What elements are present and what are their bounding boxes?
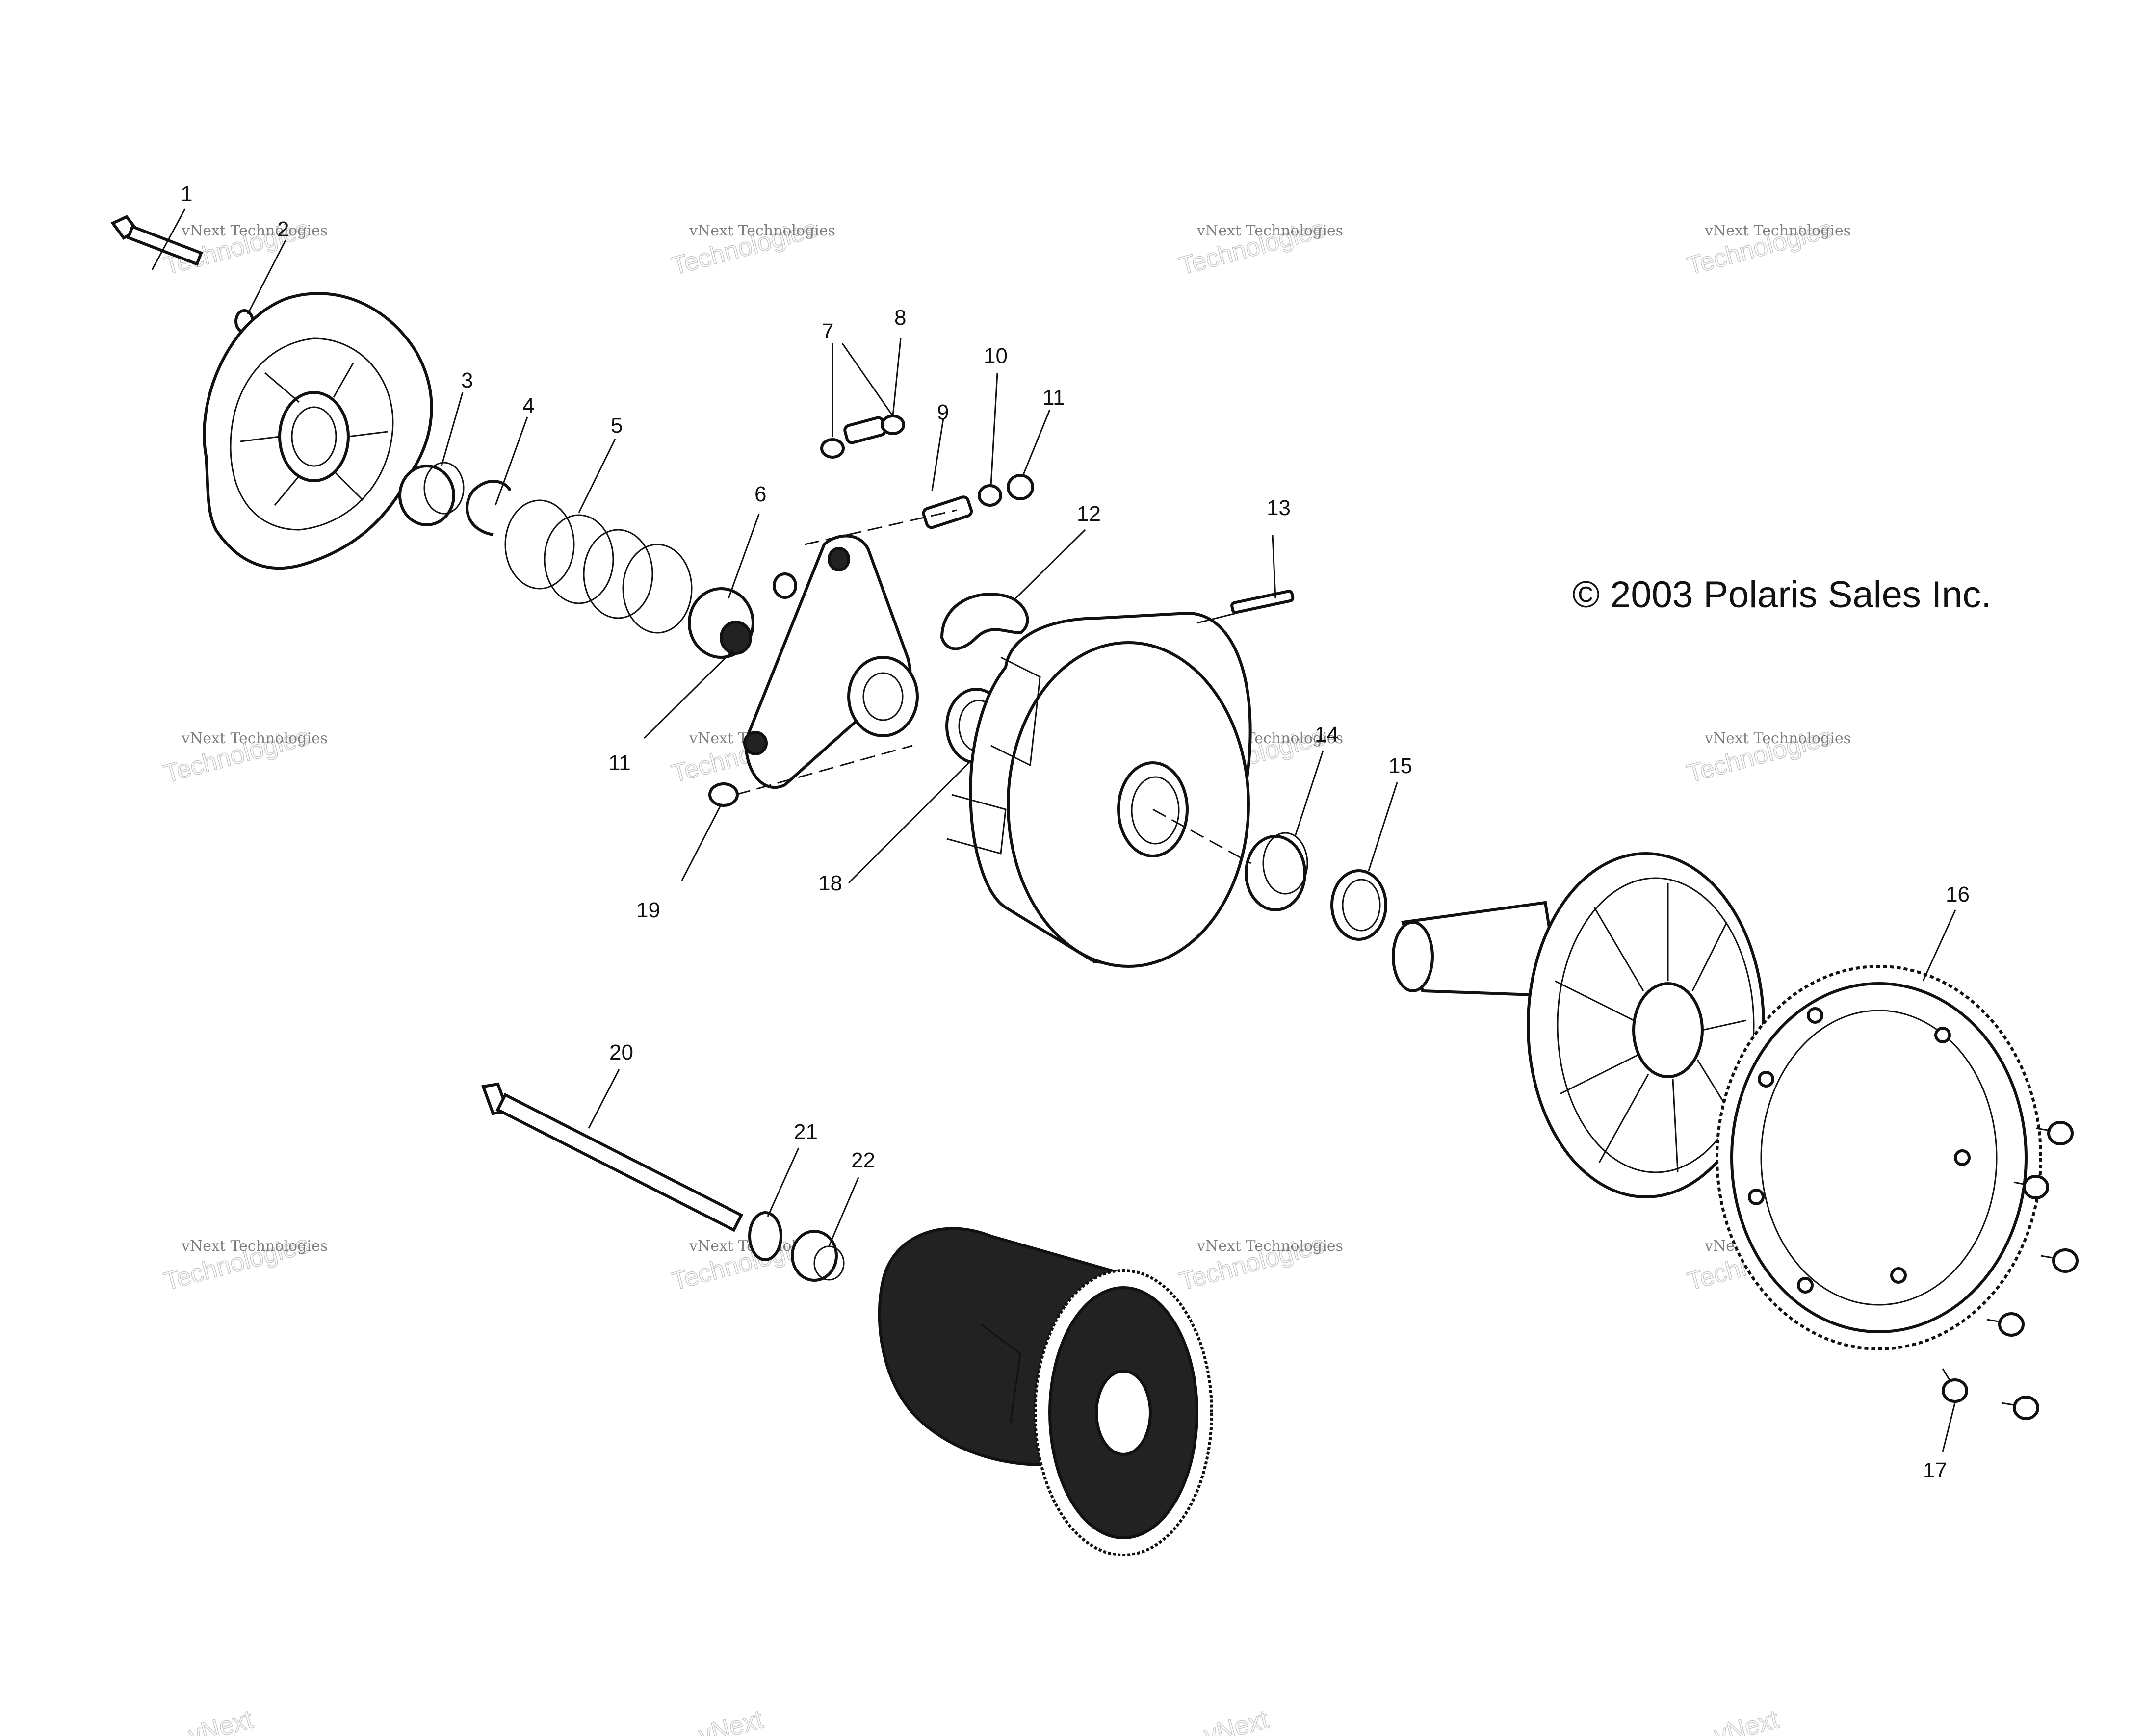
bushing-part-3 bbox=[398, 462, 465, 526]
watermark-text: vNext Technologies bbox=[1704, 730, 1851, 747]
watermark-text: vNext Technologies bbox=[1196, 222, 1343, 239]
moveable-sheave-part bbox=[946, 611, 1252, 968]
callout-6: 6 bbox=[754, 482, 766, 506]
callout-20: 20 bbox=[609, 1040, 633, 1064]
watermark: Technologies vNext Technologies bbox=[1684, 214, 1851, 281]
fixed-sheave-part bbox=[1392, 852, 1765, 1198]
clutch-cover-part bbox=[203, 292, 433, 570]
watermark-edge: vNext bbox=[185, 1705, 256, 1736]
watermark: Technologies vNext Technologies bbox=[160, 722, 328, 789]
watermark-text: vNext Technologies bbox=[181, 730, 328, 747]
pin-part-9 bbox=[922, 495, 973, 529]
callout-7: 7 bbox=[822, 319, 833, 343]
callout-14: 14 bbox=[1315, 723, 1339, 747]
callout-11b: 11 bbox=[608, 751, 631, 775]
callout-1: 1 bbox=[181, 182, 192, 206]
watermark-text: vNext Technologies bbox=[1704, 222, 1851, 239]
watermark: Technologies vNext Technologies bbox=[160, 1230, 328, 1296]
washer-part-21 bbox=[748, 1211, 782, 1261]
callout-13: 13 bbox=[1267, 496, 1291, 520]
copyright-notice: © 2003 Polaris Sales Inc. bbox=[1572, 574, 1991, 616]
watermark: Technologies vNext Technologies bbox=[1176, 1230, 1343, 1296]
washer-part-10 bbox=[978, 484, 1002, 507]
callout-15: 15 bbox=[1388, 754, 1412, 778]
callout-5: 5 bbox=[611, 414, 623, 438]
roller-small bbox=[773, 572, 797, 599]
bolt-part-20 bbox=[481, 1082, 744, 1232]
watermark-edge: vNext bbox=[696, 1705, 766, 1736]
assembled-clutch bbox=[878, 1227, 1213, 1556]
callout-9: 9 bbox=[937, 400, 949, 424]
watermark-text: vNext Technologies bbox=[1196, 1238, 1343, 1255]
watermark: Technologies vNext Technologies bbox=[668, 214, 835, 281]
nut-part-19 bbox=[708, 782, 739, 807]
ramp-part-12 bbox=[940, 593, 1029, 650]
spacer-part-22 bbox=[791, 1230, 845, 1282]
callout-21: 21 bbox=[794, 1120, 818, 1144]
pin-part-13 bbox=[1230, 590, 1295, 614]
watermark-text: vNext Technologies bbox=[181, 222, 328, 239]
callout-10: 10 bbox=[984, 344, 1008, 368]
callout-3: 3 bbox=[461, 368, 473, 392]
callout-18: 18 bbox=[818, 871, 842, 895]
seal-part-15 bbox=[1330, 869, 1387, 941]
callout-22: 22 bbox=[851, 1148, 875, 1172]
screws-part-17 bbox=[1942, 1121, 2079, 1420]
watermark-text: vNext Technologies bbox=[181, 1238, 328, 1255]
callout-17: 17 bbox=[1923, 1458, 1947, 1482]
watermark-text: vNext Technologies bbox=[689, 222, 835, 239]
callout-12: 12 bbox=[1077, 502, 1101, 526]
snap-ring-part-4 bbox=[466, 480, 512, 536]
callout-8: 8 bbox=[894, 306, 906, 330]
callout-19: 19 bbox=[636, 898, 660, 922]
callout-4: 4 bbox=[522, 394, 534, 418]
ring-gear-part-16 bbox=[1716, 965, 2042, 1350]
watermark: Technologies vNext Technologies bbox=[1176, 214, 1343, 281]
callout-2: 2 bbox=[277, 217, 289, 241]
callout-16: 16 bbox=[1946, 882, 1970, 907]
weight-arm-part bbox=[743, 534, 919, 789]
callout-11: 11 bbox=[1042, 386, 1065, 410]
watermark-edge: vNext bbox=[1201, 1705, 1272, 1736]
button-part-6 bbox=[688, 587, 754, 659]
spring-part-5 bbox=[504, 499, 693, 634]
watermark-edge: vNext bbox=[1711, 1705, 1782, 1736]
bushing-part-14 bbox=[1245, 832, 1308, 911]
bushing-part-11 bbox=[1007, 474, 1034, 500]
roller-pin-part-7-8 bbox=[820, 415, 905, 459]
watermark: Technologies vNext Technologies bbox=[1684, 722, 1851, 789]
callout-labels: 1 2 3 4 5 6 7 8 9 10 11 11 12 13 14 15 1… bbox=[181, 182, 1970, 1482]
leader-lines bbox=[151, 208, 1956, 1452]
